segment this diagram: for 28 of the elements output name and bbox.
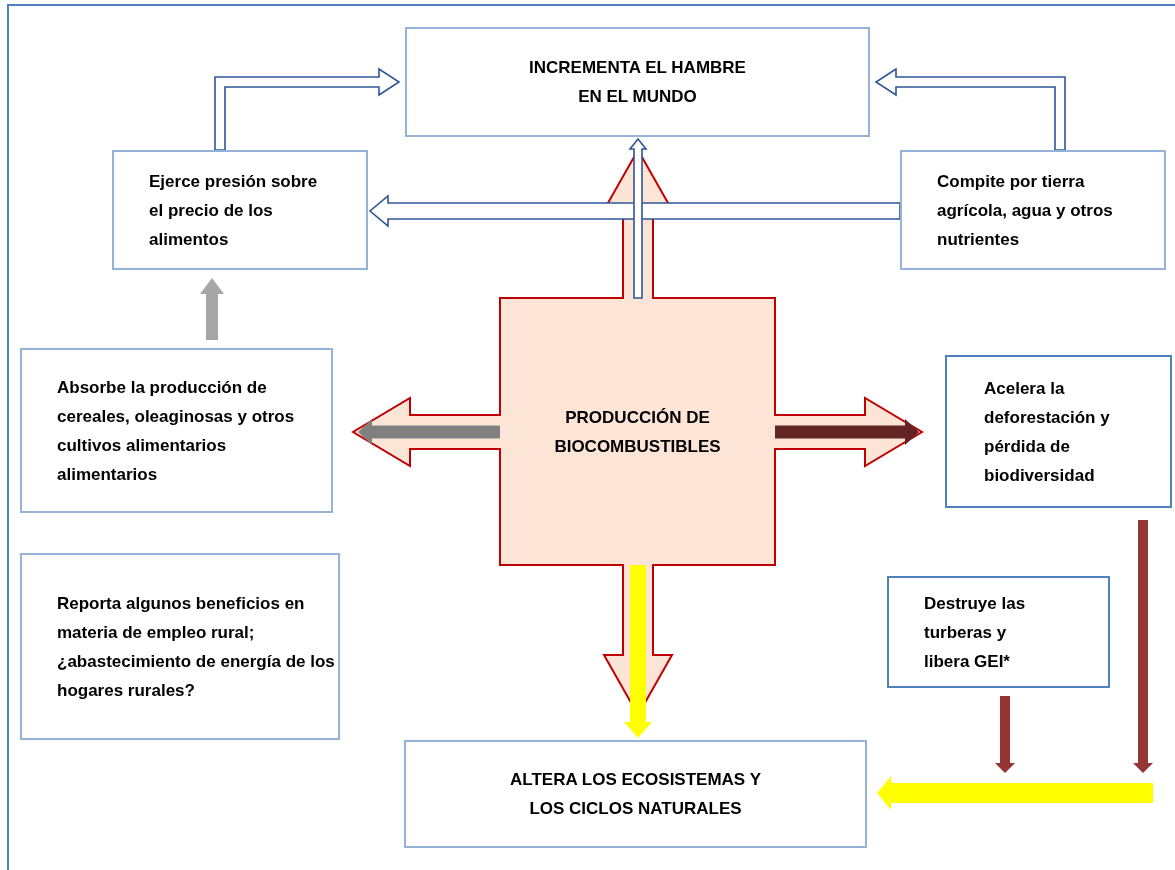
text-box: [945, 355, 1172, 508]
node-text: Destruye las turberas y libera GEI*: [924, 592, 1027, 673]
hollow-arrow: [214, 67, 401, 151]
hollow-arrow: [368, 194, 901, 228]
text-box: [112, 150, 368, 270]
node-text: Reporta algunos beneficios en materia de empleo rural; ¿abastecimiento de energía de los hogares rurales?: [57, 592, 336, 702]
text-box: [405, 27, 870, 137]
node-text: Absorbe la producción de cereales, oleaginosas y otros cultivos alimentarios alimentarios: [57, 376, 296, 486]
arrow: [1133, 520, 1153, 773]
text-box: [20, 553, 340, 740]
text-box: [900, 150, 1166, 270]
node-text: ALTERA LOS ECOSISTEMAS Y LOS CICLOS NATURALES: [509, 769, 762, 820]
node-text: INCREMENTA EL HAMBRE EN EL MUNDO: [528, 57, 747, 108]
arrow: [877, 776, 1153, 810]
arrow: [995, 696, 1015, 773]
text-box: [20, 348, 333, 513]
node-text: Compite por tierra agrícola, agua y otros nutrientes: [937, 170, 1114, 251]
arrow: [775, 419, 919, 445]
text-box: [404, 740, 867, 848]
arrow: [624, 565, 652, 738]
arrow: [200, 278, 224, 340]
hollow-arrow: [628, 137, 648, 299]
arrow: [358, 419, 500, 445]
node-text: Ejerce presión sobre el precio de los alimentos: [149, 170, 319, 251]
hollow-arrow: [874, 67, 1066, 151]
node-text: PRODUCCIÓN DE BIOCOMBUSTIBLES: [553, 406, 722, 458]
node-text: Acelera la deforestación y pérdida de biodiversidad: [984, 377, 1111, 487]
text-box: [887, 576, 1110, 688]
